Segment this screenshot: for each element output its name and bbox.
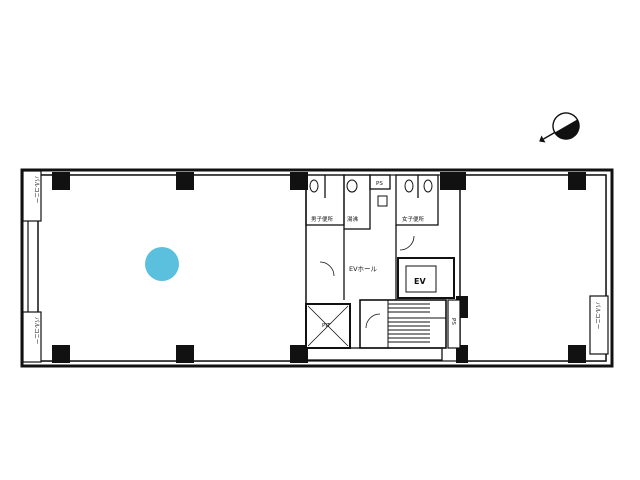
balcony-right-label: バルコニー [594, 302, 601, 329]
toilet-icon [346, 179, 358, 193]
pit-room: PIT [305, 303, 351, 349]
office-room-right [459, 174, 607, 362]
kitchen-label: 湯沸 [347, 215, 359, 223]
mens-wc-label: 男子便所 [311, 215, 334, 223]
elevator-hall-label: EVホール [349, 265, 378, 273]
balcony-top-left-label: バルコニー [33, 176, 40, 203]
stair-side-ps: PS [447, 299, 461, 349]
core-top [305, 174, 439, 230]
column [176, 172, 194, 190]
elevator-shaft: EV [397, 257, 455, 299]
elevator-hall [319, 225, 415, 300]
toilet-icon [423, 179, 433, 193]
column [568, 172, 586, 190]
column [52, 345, 70, 363]
balcony-bottom-left: バルコニー [22, 311, 42, 363]
sink-icon [377, 195, 388, 207]
womens-wc-label: 女子便所 [402, 215, 425, 223]
womens-wc-room [395, 174, 439, 226]
staircase [359, 299, 447, 349]
kitchen-room [343, 174, 371, 230]
column [568, 345, 586, 363]
ps-room [369, 174, 391, 190]
elevator-label: EV [414, 277, 426, 286]
column [456, 345, 468, 363]
toilet-icon [404, 179, 414, 193]
column [290, 345, 308, 363]
toilet-icon [309, 179, 319, 193]
toilet-fixtures [309, 179, 433, 207]
entry-bay [305, 347, 443, 361]
column [440, 172, 466, 190]
balcony-right: バルコニー [589, 295, 609, 355]
balcony-top-left: バルコニー [22, 170, 42, 222]
column [52, 172, 70, 190]
column [290, 172, 308, 190]
balcony-bottom-left-label: バルコニー [33, 317, 40, 344]
column [176, 345, 194, 363]
pit-label: PIT [322, 323, 331, 329]
ps-label: PS [376, 181, 383, 187]
north-arrow-icon [539, 112, 580, 143]
stair-ps-label: PS [450, 318, 456, 325]
location-marker [145, 247, 179, 281]
